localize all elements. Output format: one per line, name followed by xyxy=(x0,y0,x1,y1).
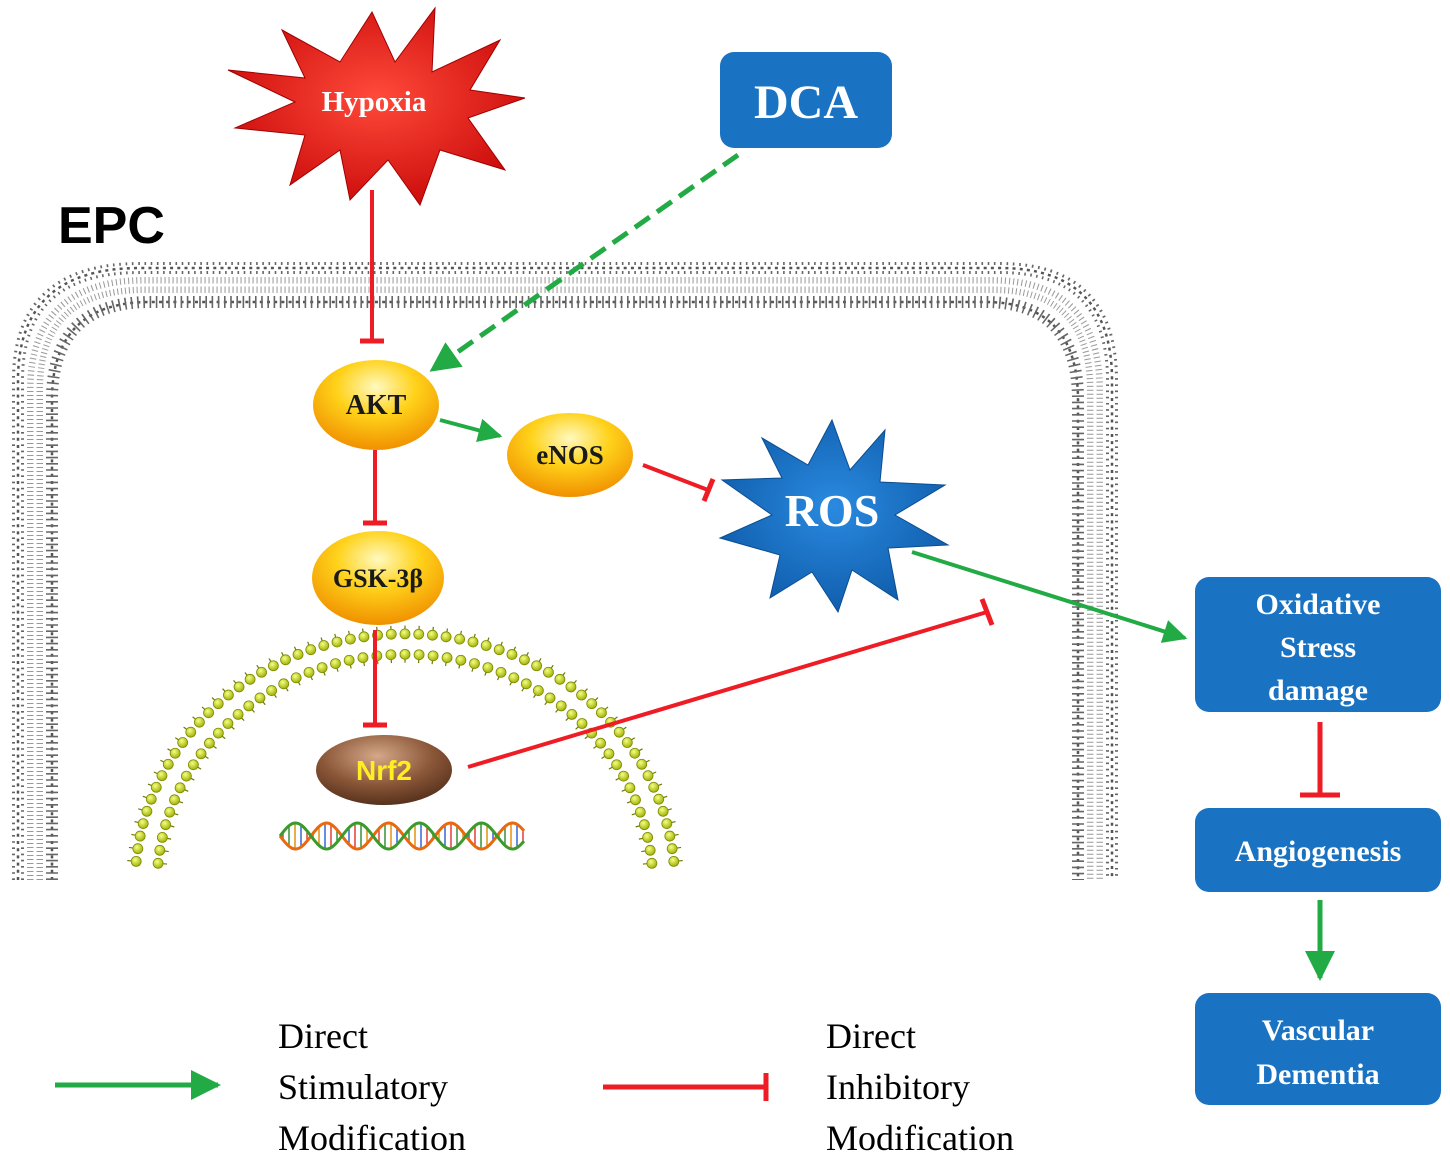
dca-node: DCA xyxy=(720,52,892,148)
enos-label: eNOS xyxy=(536,440,604,470)
angiogenesis-node: Angiogenesis xyxy=(1195,808,1441,892)
legend: Direct Stimulatory Modification Direct I… xyxy=(55,1016,1014,1158)
nuclear-membrane xyxy=(127,625,683,869)
enos-node: eNOS xyxy=(507,413,633,497)
legend-inhibitory: Direct Inhibitory Modification xyxy=(603,1016,1014,1158)
gsk3b-node: GSK-3β xyxy=(312,531,444,625)
edge-dca-stimulates-akt xyxy=(429,152,740,373)
hypoxia-node: Hypoxia xyxy=(227,6,526,207)
edge-oxidative-inhibits-angiogenesis xyxy=(1300,722,1340,798)
edge-akt-stimulates-enos xyxy=(439,418,503,443)
edge-enos-inhibits-ros xyxy=(642,463,716,502)
cell-label: EPC xyxy=(58,197,165,255)
legend-stimulatory-line-3: Modification xyxy=(278,1118,466,1158)
legend-inhibitory-line-2: Inhibitory xyxy=(826,1067,970,1107)
akt-node: AKT xyxy=(313,360,439,450)
oxidative-stress-line-2: Stress xyxy=(1280,631,1356,664)
angiogenesis-label: Angiogenesis xyxy=(1235,835,1402,868)
vascular-dementia-line-1: Vascular xyxy=(1262,1014,1374,1047)
gsk3b-label: GSK-3β xyxy=(333,564,423,593)
pathway-edges: AKT dashed green --> eNOS --> Oxidative xyxy=(360,152,1340,981)
oxidative-stress-node: Oxidative Stress damage xyxy=(1195,577,1441,712)
legend-stimulatory: Direct Stimulatory Modification xyxy=(55,1016,466,1158)
legend-stimulatory-line-1: Direct xyxy=(278,1016,368,1056)
oxidative-stress-line-3: damage xyxy=(1268,674,1368,707)
ros-label: ROS xyxy=(785,485,880,536)
hypoxia-label: Hypoxia xyxy=(322,86,427,118)
edge-ros-stimulates-oxidative-stress xyxy=(911,550,1188,643)
vascular-dementia-node: Vascular Dementia xyxy=(1195,993,1441,1105)
akt-label: AKT xyxy=(346,390,407,421)
legend-stimulatory-line-2: Stimulatory xyxy=(278,1067,448,1107)
edge-gsk3b-inhibits-nrf2 xyxy=(363,630,387,728)
ros-node: ROS xyxy=(718,418,950,614)
nrf2-label: Nrf2 xyxy=(356,755,412,786)
dna-helix-icon xyxy=(278,821,526,851)
edge-hypoxia-inhibits-akt xyxy=(360,190,384,344)
vascular-dementia-line-2: Dementia xyxy=(1256,1058,1379,1091)
nrf2-node: Nrf2 xyxy=(316,735,452,805)
cell-membrane xyxy=(12,262,1118,880)
oxidative-stress-line-1: Oxidative xyxy=(1256,588,1381,621)
edge-akt-inhibits-gsk3b xyxy=(363,450,387,526)
legend-inhibitory-line-3: Modification xyxy=(826,1118,1014,1158)
dca-label: DCA xyxy=(754,76,858,129)
legend-inhibitory-line-1: Direct xyxy=(826,1016,916,1056)
edge-nrf2-inhibits-ros xyxy=(467,598,995,769)
